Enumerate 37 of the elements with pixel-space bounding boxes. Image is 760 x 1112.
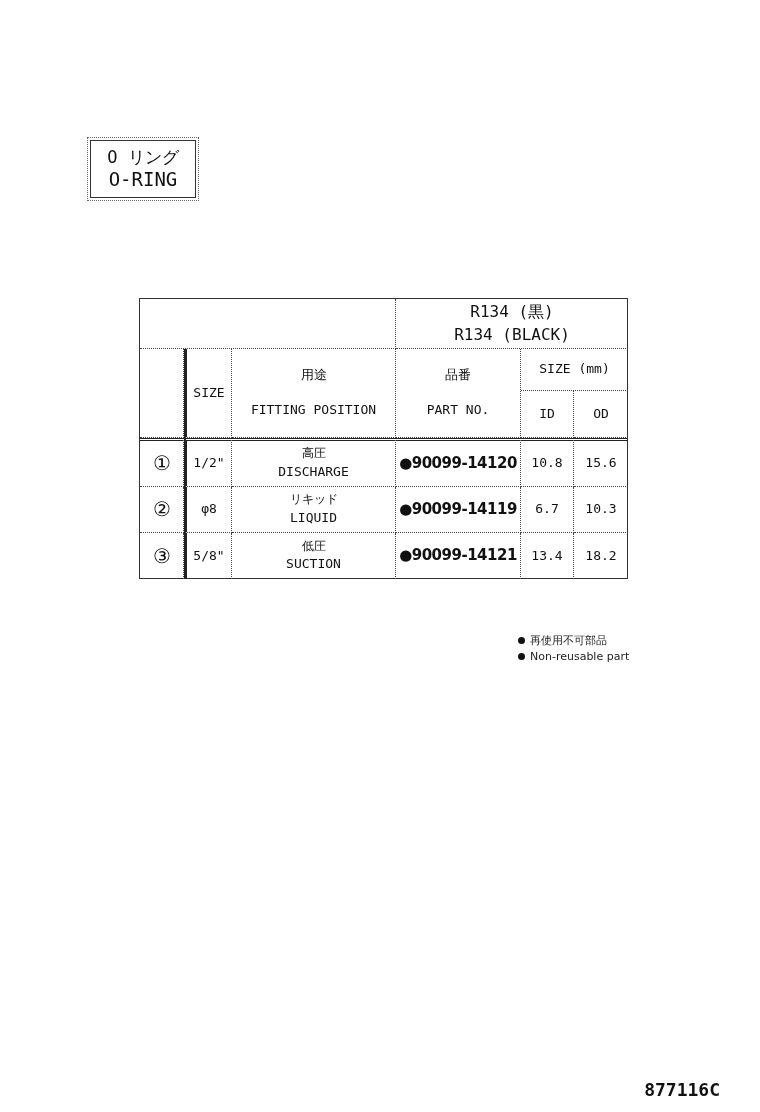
inner-diameter: 6.7 (535, 502, 559, 517)
outer-diameter: 10.3 (585, 502, 617, 517)
table-header: R134 (BLACK) (454, 325, 570, 344)
callout-number: ③ (152, 544, 171, 568)
fitting-position: 低圧 (301, 539, 326, 554)
part-number: ●90099-14120 (399, 454, 517, 473)
outer-diameter: 15.6 (585, 456, 617, 471)
part-number: ●90099-14119 (399, 500, 517, 519)
table-header: FITTING POSITION (250, 403, 377, 419)
legend-text: Non-reusable part (530, 650, 630, 663)
table-header: OD (593, 406, 609, 422)
table-header: R134 (黒) (470, 303, 554, 322)
size-value: φ8 (201, 502, 217, 517)
size-value: 1/2" (193, 456, 225, 471)
fitting-position: 高圧 (301, 447, 326, 461)
inner-diameter: 13.4 (531, 548, 563, 564)
table-header: SIZE (193, 385, 225, 401)
fitting-position: LIQUID (290, 510, 337, 526)
inner-diameter: 10.8 (531, 456, 563, 471)
table-header: SIZE (mm) (539, 362, 610, 377)
legend-text: 再使用不可部品 (530, 633, 607, 648)
table-header: PART NO. (426, 403, 490, 419)
drawing-code: 877116C (644, 1079, 720, 1100)
callout-number: ① (152, 452, 171, 475)
part-number: ●90099-14121 (399, 547, 517, 565)
size-value: 5/8" (193, 548, 225, 564)
title-box (90, 140, 196, 198)
table-header: 用途 (300, 367, 327, 383)
table-header: ID (539, 406, 555, 422)
fitting-position: DISCHARGE (278, 464, 349, 480)
title-text: O-RING (108, 167, 178, 191)
fitting-position: リキッド (289, 493, 338, 507)
title-text: O リング (107, 147, 179, 168)
callout-number: ② (152, 498, 171, 521)
outer-diameter: 18.2 (585, 548, 617, 564)
table-header: 品番 (445, 367, 471, 383)
fitting-position: SUCTION (286, 557, 341, 573)
